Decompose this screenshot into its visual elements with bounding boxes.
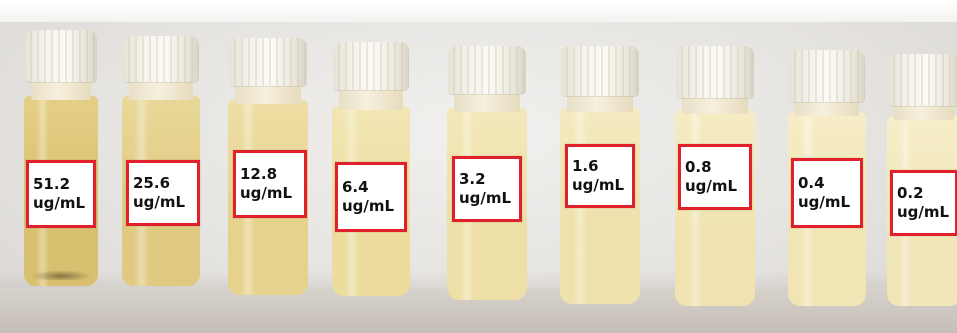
vial-cap — [25, 30, 97, 82]
vial-neck — [682, 96, 748, 114]
vial-neck — [454, 92, 520, 112]
vial-cap — [561, 46, 639, 96]
background-top — [0, 0, 957, 22]
vial-cap — [789, 50, 865, 102]
concentration-unit: ug/mL — [798, 193, 851, 211]
vial-sediment — [29, 270, 93, 280]
concentration-value: 25.6 — [133, 174, 171, 192]
vial-cap — [229, 38, 307, 86]
vial-cap — [888, 54, 957, 106]
vial-neck — [894, 104, 954, 120]
concentration-unit: ug/mL — [33, 194, 86, 212]
concentration-unit: ug/mL — [459, 189, 512, 207]
concentration-unit: ug/mL — [572, 176, 625, 194]
vial-neck — [235, 84, 301, 104]
concentration-value: 0.8 — [685, 158, 712, 176]
concentration-value: 51.2 — [33, 175, 71, 193]
vial-cap — [448, 46, 526, 94]
vial-neck — [795, 100, 859, 116]
concentration-value: 6.4 — [342, 178, 369, 196]
concentration-unit: ug/mL — [685, 177, 738, 195]
vial-cap — [333, 42, 409, 90]
concentration-unit: ug/mL — [133, 193, 186, 211]
vial-neck — [567, 94, 633, 112]
vial-cap — [123, 36, 199, 82]
vial-cap — [676, 46, 754, 98]
concentration-value: 0.2 — [897, 184, 924, 202]
concentration-value: 12.8 — [240, 165, 278, 183]
concentration-value: 1.6 — [572, 157, 599, 175]
concentration-unit: ug/mL — [240, 184, 293, 202]
concentration-value: 3.2 — [459, 170, 486, 188]
concentration-unit: ug/mL — [897, 203, 950, 221]
concentration-value: 0.4 — [798, 174, 825, 192]
vial-neck — [31, 80, 91, 100]
concentration-unit: ug/mL — [342, 197, 395, 215]
vial-neck — [339, 88, 403, 110]
vial-neck — [129, 80, 193, 100]
